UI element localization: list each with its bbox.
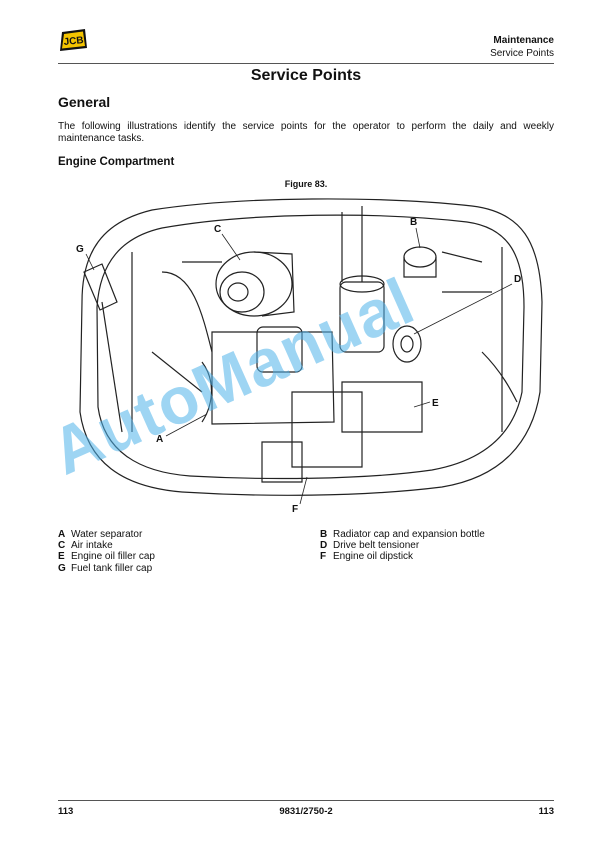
legend-key: B <box>320 529 328 540</box>
legend-key: C <box>58 540 66 552</box>
callout-c: C <box>214 224 221 235</box>
jcb-logo-text: JCB <box>63 35 84 48</box>
legend-label: Engine oil dipstick <box>333 551 414 563</box>
legend-key: D <box>320 540 328 552</box>
intro-paragraph: The following illustrations identify the… <box>58 121 554 144</box>
callout-d: D <box>514 274 521 285</box>
footer-doc-number: 9831/2750-2 <box>279 806 333 817</box>
legend-item: E Engine oil filler cap <box>58 551 155 562</box>
jcb-logo: JCB <box>60 29 87 51</box>
callout-f: F <box>292 504 298 515</box>
engine-compartment-illustration: A B C D E F G <box>76 198 543 515</box>
legend-label: Drive belt tensioner <box>333 540 420 552</box>
legend-key: G <box>58 562 66 574</box>
legend-item: A Water separator <box>58 529 155 540</box>
callout-b: B <box>410 217 417 228</box>
page-title: Service Points <box>250 67 362 84</box>
general-heading: General <box>58 94 111 110</box>
callout-e: E <box>432 398 439 409</box>
legend-item: D Drive belt tensioner <box>320 540 485 551</box>
callout-a: A <box>156 434 163 445</box>
header-section: Maintenance <box>493 35 554 46</box>
legend-label: Water separator <box>71 529 143 540</box>
footer-page-right: 113 <box>538 806 554 817</box>
callout-g: G <box>76 244 84 255</box>
legend-label: Air intake <box>71 540 113 552</box>
legend-item: C Air intake <box>58 540 155 551</box>
legend-label: Radiator cap and expansion bottle <box>333 529 485 540</box>
legend-right: B Radiator cap and expansion bottle D Driv… <box>320 529 485 563</box>
legend-item: G Fuel tank filler cap <box>58 563 155 574</box>
legend-label: Fuel tank filler cap <box>71 562 153 574</box>
engine-compartment-heading: Engine Compartment <box>58 156 175 168</box>
legend-key: A <box>58 529 66 540</box>
legend-key: E <box>58 551 65 563</box>
legend-label: Engine oil filler cap <box>71 551 155 563</box>
header-rule <box>58 63 554 64</box>
footer-page-left: 113 <box>58 806 74 817</box>
figure-caption: Figure 83. <box>284 179 328 189</box>
legend-key: F <box>320 551 327 563</box>
footer-rule <box>58 800 554 801</box>
header-subsection: Service Points <box>490 48 554 59</box>
legend-left: A Water separator C Air intake E Engine oil… <box>58 529 155 574</box>
legend-item: F Engine oil dipstick <box>320 551 485 562</box>
running-header: Maintenance Service Points <box>490 34 554 60</box>
legend-item: B Radiator cap and expansion bottle <box>320 529 485 540</box>
